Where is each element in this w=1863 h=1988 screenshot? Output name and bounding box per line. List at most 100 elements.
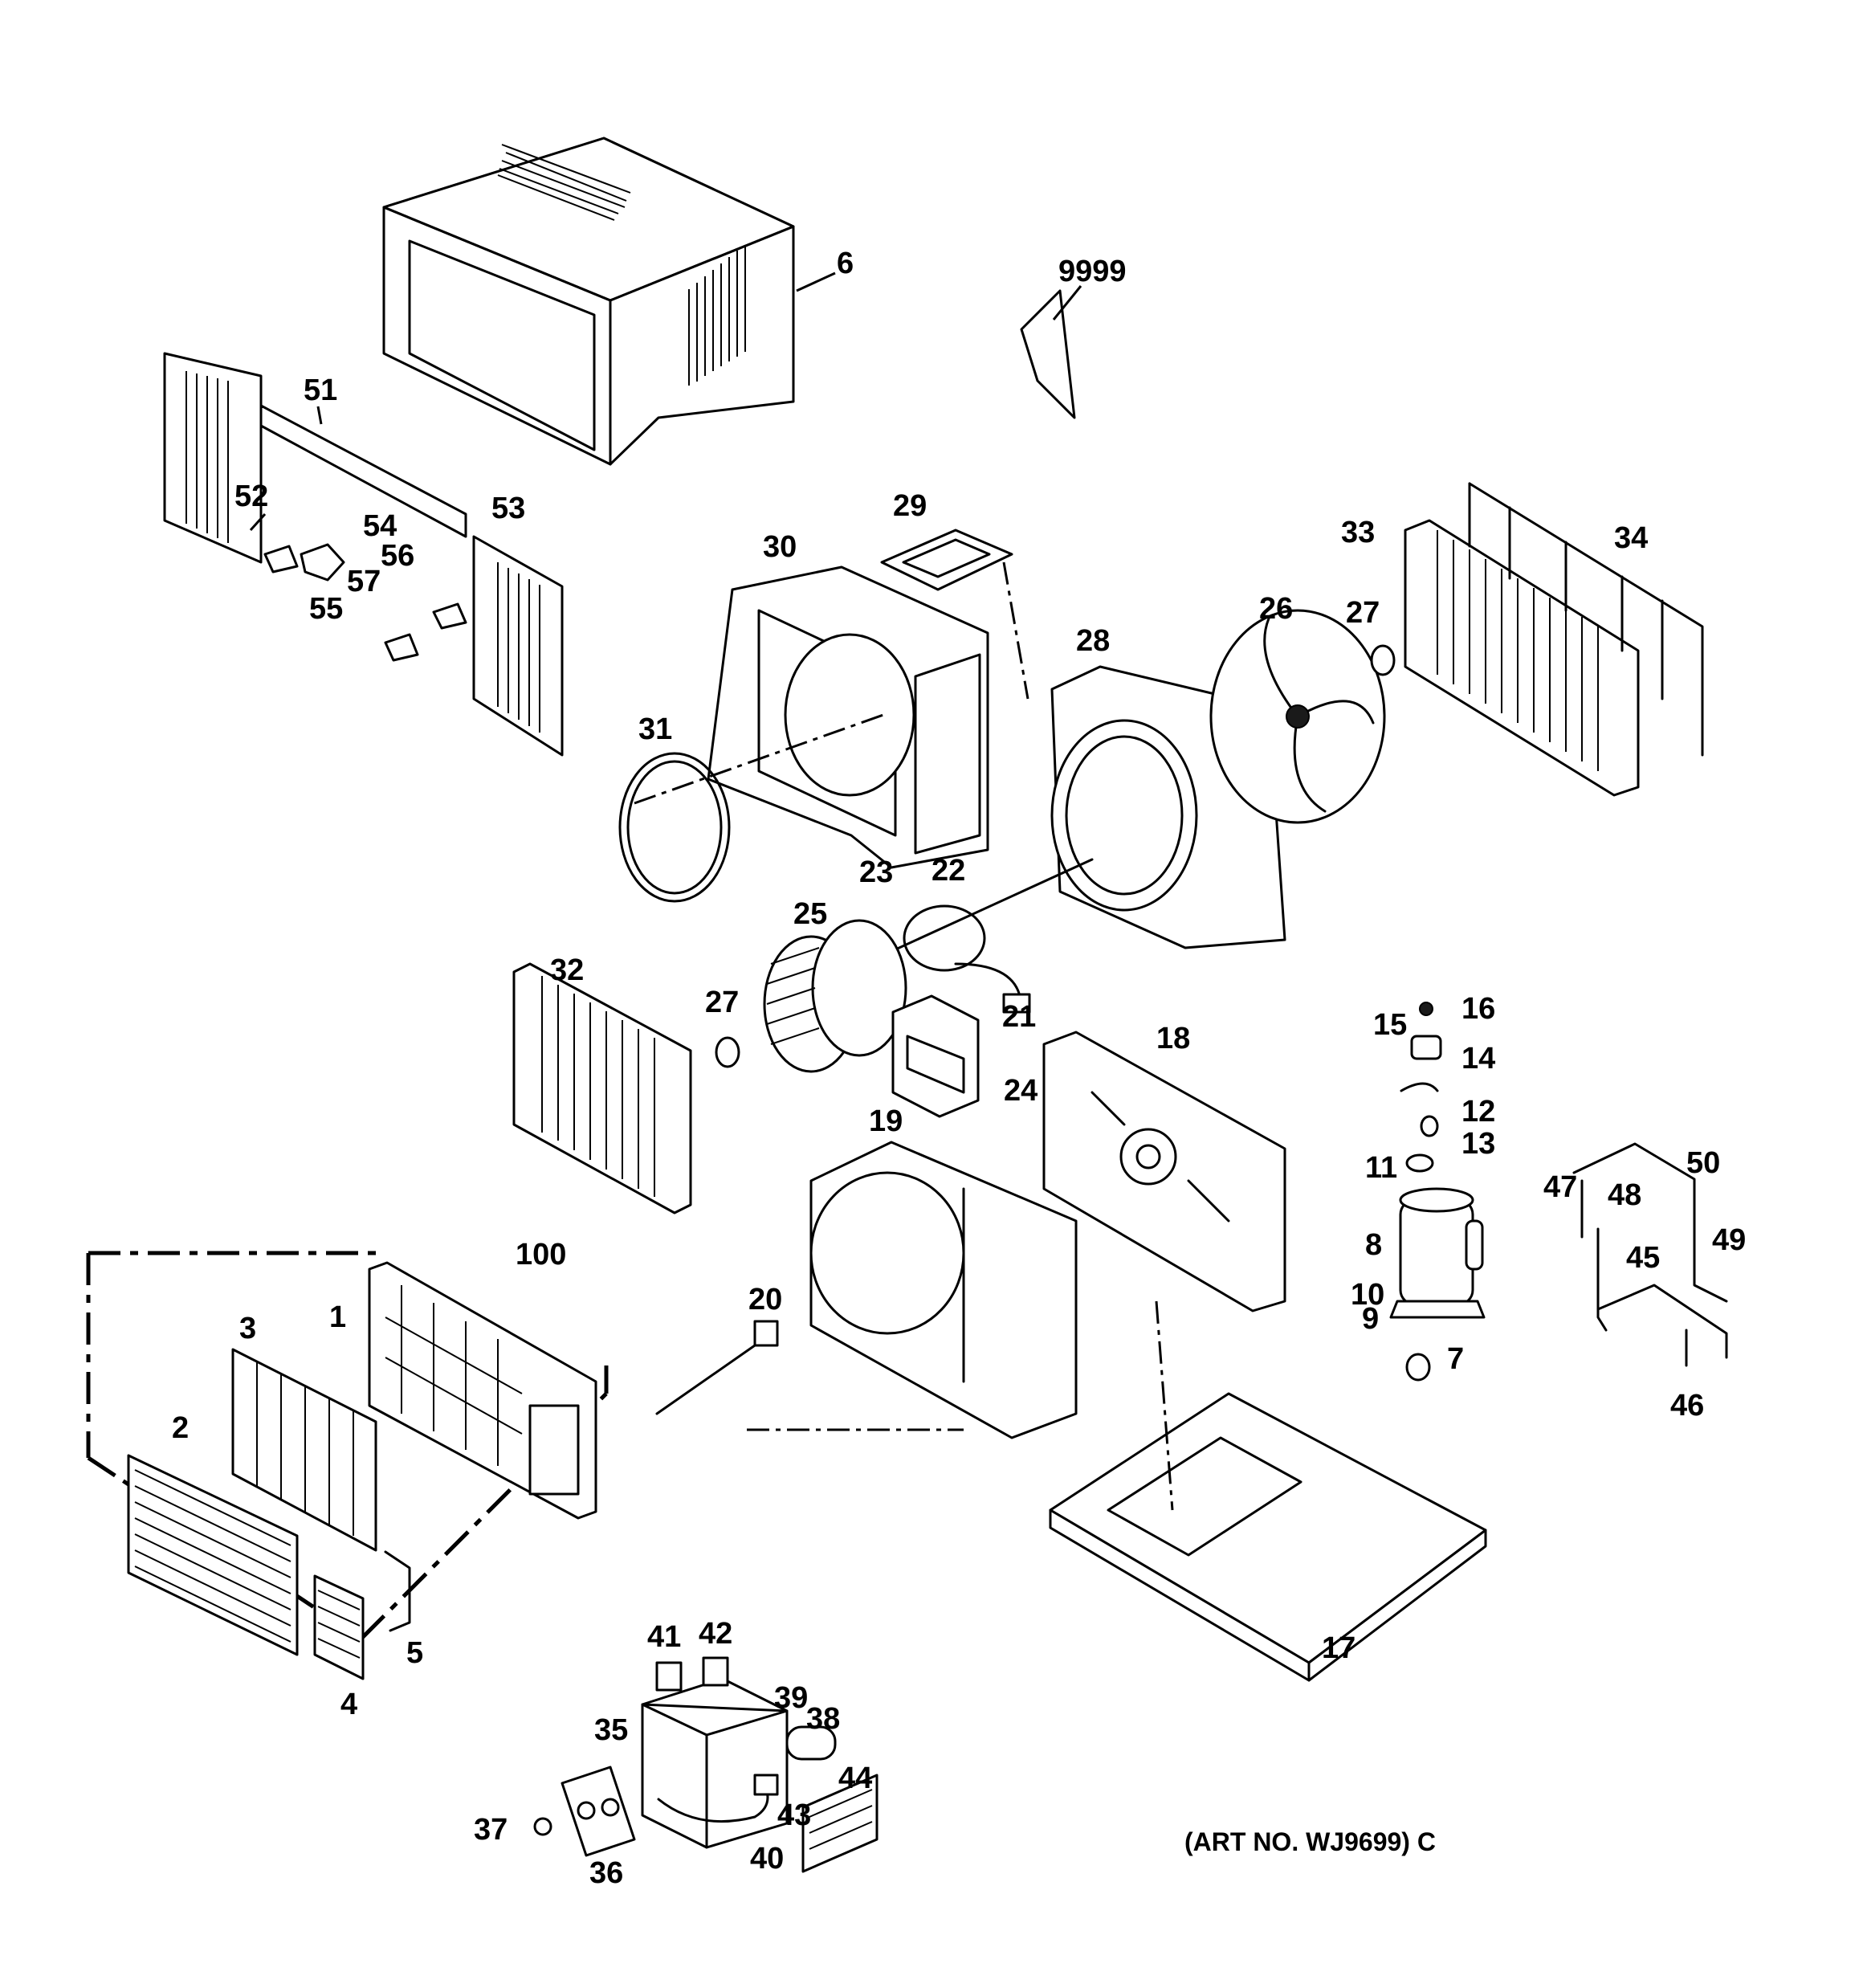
part-8-compressor xyxy=(1389,1187,1486,1382)
part-3-air-filter xyxy=(231,1348,377,1552)
part-26-condenser-fan xyxy=(1209,609,1386,824)
callout-13: 13 xyxy=(1461,1127,1495,1161)
callout-6: 6 xyxy=(837,247,854,280)
callout-34: 34 xyxy=(1614,521,1648,555)
art-number-caption: (ART NO. WJ9699) C xyxy=(1184,1827,1436,1856)
callout-38: 38 xyxy=(806,1702,840,1736)
callout-56: 56 xyxy=(381,539,414,573)
part-5-louver-link xyxy=(384,1550,411,1632)
part-2-front-grille xyxy=(127,1454,299,1656)
part-41-switch xyxy=(655,1661,683,1692)
callout-48: 48 xyxy=(1608,1178,1641,1212)
part-6-cabinet xyxy=(382,137,836,466)
callout-42: 42 xyxy=(699,1617,732,1651)
callout-31: 31 xyxy=(638,712,672,746)
callout-100: 100 xyxy=(516,1238,566,1272)
part-27-clip-lower xyxy=(715,1036,740,1068)
callout-25: 25 xyxy=(793,897,827,931)
callout-39: 39 xyxy=(774,1681,808,1715)
callout-10: 10 xyxy=(1351,1278,1384,1312)
part-53-side-curtain-right xyxy=(384,535,564,757)
callout-33: 33 xyxy=(1341,516,1375,549)
callout-53: 53 xyxy=(491,492,525,525)
callout-20: 20 xyxy=(748,1283,782,1316)
callout-15: 15 xyxy=(1373,1008,1407,1042)
callout-27-lower: 27 xyxy=(705,986,739,1019)
part-30-bulkhead xyxy=(707,565,989,869)
part-33-condenser-coil xyxy=(1404,519,1640,797)
callout-14: 14 xyxy=(1461,1042,1495,1076)
callout-12: 12 xyxy=(1461,1095,1495,1129)
callout-23: 23 xyxy=(859,855,893,889)
part-32-evaporator-coil xyxy=(512,962,692,1214)
part-21-motor-mount xyxy=(891,994,980,1118)
callout-36: 36 xyxy=(589,1856,623,1890)
part-44-cover xyxy=(801,1774,879,1873)
callout-35: 35 xyxy=(594,1713,628,1747)
callout-8: 8 xyxy=(1365,1228,1382,1262)
part-11-16-overload-assembly xyxy=(1400,1002,1442,1173)
callout-57: 57 xyxy=(347,565,381,598)
part-19-scroll-housing xyxy=(809,1141,1078,1439)
part-25-blower-wheel xyxy=(763,919,907,1073)
callout-4: 4 xyxy=(340,1688,357,1721)
callout-41: 41 xyxy=(647,1620,681,1654)
part-34-coil-guard xyxy=(1468,482,1704,757)
callout-28: 28 xyxy=(1076,624,1110,658)
callout-22: 22 xyxy=(932,854,965,888)
part-27-clip-upper xyxy=(1370,644,1396,676)
part-36-control-panel xyxy=(561,1766,636,1857)
callout-30: 30 xyxy=(763,530,797,564)
part-17-base-pan xyxy=(1049,1392,1487,1682)
callout-50: 50 xyxy=(1686,1146,1720,1180)
callout-2: 2 xyxy=(172,1411,189,1445)
part-42-switch xyxy=(702,1656,729,1687)
callout-46: 46 xyxy=(1670,1389,1704,1423)
part-51-52-side-curtain-left xyxy=(163,352,467,582)
callout-3: 3 xyxy=(239,1312,256,1345)
callout-40: 40 xyxy=(750,1842,784,1876)
callout-43: 43 xyxy=(777,1798,811,1832)
part-22-fan-motor xyxy=(862,858,1094,1014)
callout-16: 16 xyxy=(1461,992,1495,1026)
callout-55: 55 xyxy=(309,592,343,626)
callout-37: 37 xyxy=(474,1813,508,1847)
part-1-front-frame xyxy=(368,1261,597,1520)
callout-labels: 6 9999 51 52 53 54 55 56 57 29 30 33 34 … xyxy=(172,247,1746,1890)
part-20-sensor xyxy=(655,1320,779,1415)
callout-9: 9 xyxy=(1362,1302,1379,1336)
callout-29: 29 xyxy=(893,489,927,523)
callout-47: 47 xyxy=(1543,1170,1577,1204)
part-35-control-box xyxy=(641,1677,789,1849)
callout-45: 45 xyxy=(1626,1241,1660,1275)
callout-24: 24 xyxy=(1004,1074,1037,1108)
part-9999-literature xyxy=(1020,285,1082,419)
part-37-knob xyxy=(533,1817,552,1836)
callout-32: 32 xyxy=(550,953,584,987)
callout-51: 51 xyxy=(304,374,337,407)
callout-44: 44 xyxy=(838,1761,872,1795)
callout-19: 19 xyxy=(869,1104,903,1138)
callout-11: 11 xyxy=(1365,1151,1397,1185)
callout-26: 26 xyxy=(1259,592,1293,626)
callout-54: 54 xyxy=(363,509,397,543)
callout-27-upper: 27 xyxy=(1346,596,1380,630)
part-4-louver xyxy=(313,1574,365,1680)
callout-21: 21 xyxy=(1002,1000,1036,1034)
part-38-39-capacitor xyxy=(785,1725,837,1761)
callout-18: 18 xyxy=(1156,1022,1190,1055)
callout-49: 49 xyxy=(1712,1223,1746,1257)
callout-1: 1 xyxy=(329,1300,346,1334)
part-43-40-harness xyxy=(657,1774,779,1823)
part-18-barrier-panel xyxy=(1042,1031,1286,1312)
alignment-lines xyxy=(634,561,1174,1511)
callout-52: 52 xyxy=(234,480,268,513)
part-29-bracket xyxy=(880,529,1013,591)
callout-9999: 9999 xyxy=(1058,255,1127,288)
callout-5: 5 xyxy=(406,1636,423,1670)
part-31-slinger-ring xyxy=(618,752,731,903)
part-45-50-tubing xyxy=(1572,1142,1728,1367)
callout-7: 7 xyxy=(1447,1342,1464,1376)
callout-17: 17 xyxy=(1322,1631,1355,1665)
